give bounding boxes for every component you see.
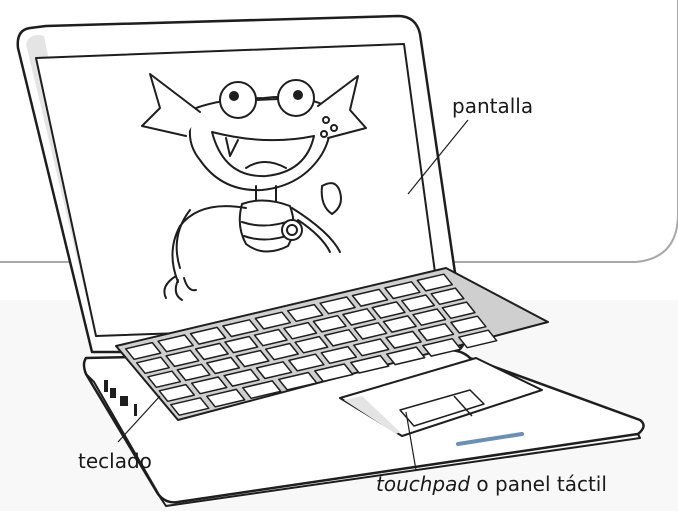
left-pupil [230,92,238,100]
label-keyboard: teclado [78,449,152,473]
port-2 [110,388,116,398]
right-pupil [294,91,302,99]
label-screen: pantalla [452,94,533,118]
glasses-bridge [256,99,278,100]
label-touchpad: touchpad o panel táctil [376,472,607,496]
character-left-eye [220,82,256,118]
character-badge [282,220,302,240]
label-touchpad-rest: o panel táctil [470,472,607,496]
port-4 [134,404,137,416]
label-touchpad-term: touchpad [376,472,470,496]
port-3 [120,396,128,406]
port-1 [104,380,108,392]
